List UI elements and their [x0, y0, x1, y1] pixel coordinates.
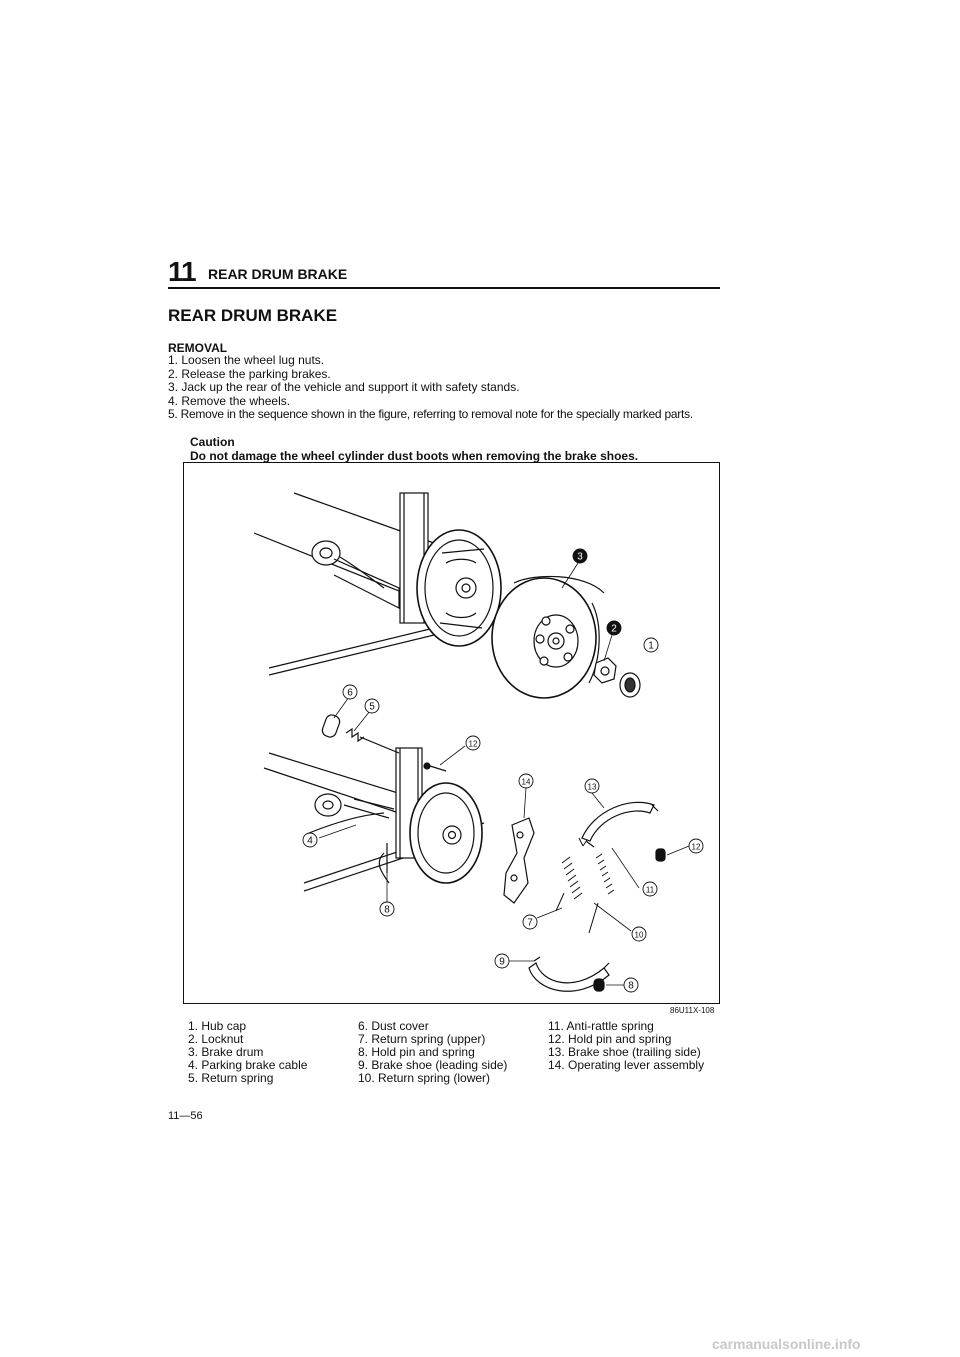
legend-column-1: 1. Hub cap 2. Locknut 3. Brake drum 4. P… [188, 1020, 307, 1085]
legend-item: 14. Operating lever assembly [548, 1057, 705, 1072]
legend-column-2: 6. Dust cover 7. Return spring (upper) 8… [358, 1020, 507, 1085]
legend-item: 13. Brake shoe (trailing side) [548, 1044, 701, 1059]
legend-item: 9. Brake shoe (leading side) [358, 1057, 508, 1072]
legend-item: 4. Parking brake cable [188, 1057, 308, 1072]
callout-13-label: 13 [588, 783, 597, 792]
legend-column-3: 11. Anti-rattle spring 12. Hold pin and … [548, 1020, 704, 1072]
chapter-header: 11 REAR DRUM BRAKE [168, 256, 720, 288]
leader-lines [318, 562, 690, 986]
caution-text: Do not damage the wheel cylinder dust bo… [190, 448, 639, 463]
caution-title: Caution [190, 435, 235, 449]
legend-item: 2. Locknut [188, 1031, 244, 1046]
callout-4-label: 4 [307, 836, 313, 847]
chapter-title: REAR DRUM BRAKE [208, 266, 348, 282]
legend-item: 6. Dust cover [358, 1019, 429, 1033]
removal-step: 1. Loosen the wheel lug nuts. [168, 353, 325, 367]
hold-pins-lower [386, 843, 666, 992]
brake-drum [491, 575, 605, 699]
legend-item: 7. Return spring (upper) [358, 1031, 486, 1046]
legend-item: 3. Brake drum [188, 1044, 264, 1059]
brake-shoe-leading [528, 956, 610, 992]
callout-12-label-upper: 12 [469, 740, 478, 749]
upper-axle-assembly [253, 492, 505, 676]
callout-8-label-left: 8 [384, 905, 390, 916]
hold-pin-upper [423, 762, 447, 772]
callout-8-label-right: 8 [628, 981, 634, 992]
removal-step: 2. Release the parking brakes. [168, 366, 331, 381]
chapter-number: 11 [168, 256, 197, 287]
legend-item: 11. Anti-rattle spring [548, 1019, 654, 1033]
callout-2-label: 2 [611, 624, 617, 635]
brake-shoe-trailing [581, 801, 659, 848]
page-number: 11—56 [168, 1110, 203, 1122]
callout-3-label: 3 [577, 552, 583, 563]
removal-step: 5. Remove in the sequence shown in the f… [168, 407, 693, 422]
removal-step: 3. Jack up the rear of the vehicle and s… [168, 380, 520, 395]
watermark: carmanualsonline.info [712, 1336, 861, 1352]
callout-10-label: 10 [635, 931, 644, 940]
legend-item: 8. Hold pin and spring [358, 1044, 475, 1059]
callout-7-label: 7 [527, 918, 533, 929]
section-title: REAR DRUM BRAKE [168, 306, 338, 325]
callout-labels: 3 2 1 6 5 12 14 13 4 12 11 7 10 8 9 8 [307, 552, 701, 992]
legend-item: 10. Return spring (lower) [358, 1070, 491, 1085]
removal-steps: 1. Loosen the wheel lug nuts. 2. Release… [168, 353, 728, 422]
locknut-and-hub-cap [593, 657, 641, 698]
lower-axle-assembly [263, 747, 485, 892]
legend-item: 5. Return spring [188, 1070, 274, 1085]
callout-6-label: 6 [347, 688, 353, 699]
callout-9-label: 9 [499, 957, 505, 968]
callout-14-label: 14 [522, 778, 531, 787]
legend-item: 12. Hold pin and spring [548, 1031, 672, 1046]
callout-markers [302, 548, 704, 993]
header-rule [168, 287, 720, 289]
caution-block: Caution Do not damage the wheel cylinder… [190, 435, 639, 463]
callout-11-label: 11 [646, 886, 655, 895]
figure-code: 86U11X-108 [670, 1006, 715, 1015]
dust-cover-and-spring [321, 714, 400, 754]
exploded-view-figure: 3 2 1 6 5 12 14 13 4 12 11 7 10 8 9 8 [183, 462, 720, 1004]
return-springs [555, 837, 615, 934]
removal-step: 4. Remove the wheels. [168, 393, 291, 408]
operating-lever [503, 817, 535, 904]
brake-assembly-illustration: 3 2 1 6 5 12 14 13 4 12 11 7 10 8 9 8 [253, 492, 704, 993]
removal-title: REMOVAL [168, 341, 228, 355]
callout-5-label: 5 [369, 702, 375, 713]
callout-1-label: 1 [648, 641, 654, 652]
legend-item: 1. Hub cap [188, 1019, 247, 1033]
callout-12-label-lower: 12 [692, 843, 701, 852]
